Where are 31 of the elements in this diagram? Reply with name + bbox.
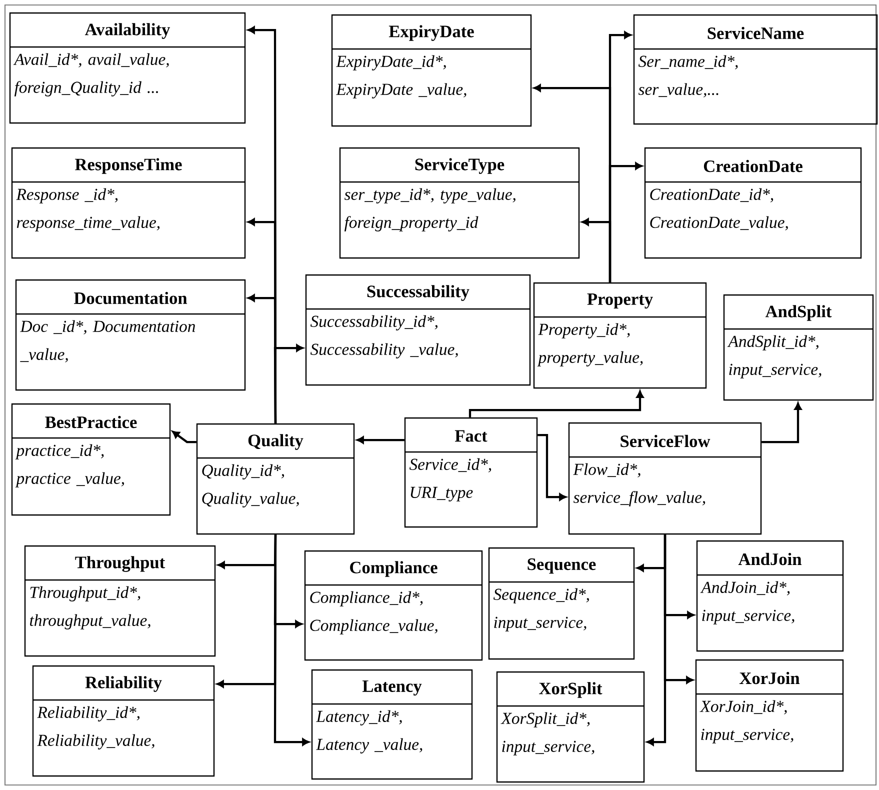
entity-box: Availability Avail_id*, avail_value, foreign_Quality_id ... xyxy=(9,12,246,124)
arrow xyxy=(646,534,666,746)
entity-box: Latency Latency_id*, Latency _value, xyxy=(311,669,473,780)
entity-box: XorJoin XorJoin_id*, input_service, xyxy=(695,659,844,772)
entity-box: AndJoin AndJoin_id*, input_service, xyxy=(696,540,844,652)
entity-box: ExpiryDate ExpiryDate_id*, ExpiryDate _value, xyxy=(331,14,532,127)
entity-box: AndSplit AndSplit_id*, input_service, xyxy=(723,294,874,401)
entity-box: ServiceName Ser_name_id*, ser_value,... xyxy=(633,14,878,125)
arrow xyxy=(582,218,612,282)
entity-box: Quality Quality_id*, Quality_value, xyxy=(196,423,355,535)
arrow xyxy=(762,402,802,444)
entity-box: Throughput Throughput_id*, throughput_value, xyxy=(24,545,216,657)
entity-box: BestPractice practice_id*, practice _value, xyxy=(11,403,171,516)
arrow xyxy=(274,534,310,746)
entity-box: XorSplit XorSplit_id*, input_service, xyxy=(496,671,645,783)
entity-box: Documentation Doc _id*, Documentation _value, xyxy=(15,279,246,391)
entity-box: CreationDate CreationDate_id*, CreationDate_value, xyxy=(644,147,862,259)
arrow xyxy=(172,430,196,444)
entity-box: Sequence Sequence_id*, input_service, xyxy=(488,547,635,660)
entity-box: ServiceType ser_type_id*, type_value, foreign_property_id xyxy=(339,147,580,259)
entity-box: ServiceFlow Flow_id*, service_flow_value, xyxy=(568,422,762,535)
arrow xyxy=(274,344,304,424)
entity-box: Reliability Reliability_id*, Reliability_value, xyxy=(32,665,215,777)
entity-box: Compliance Compliance_id*, Compliance_value, xyxy=(304,550,483,661)
entity-box: Property Property_id*, property_value, xyxy=(533,282,707,389)
entity-box: ResponseTime Response _id*, response_time_value, xyxy=(11,147,246,259)
entity-box: Fact Service_id*, URI_type xyxy=(404,417,538,528)
arrow xyxy=(538,434,566,501)
arrow xyxy=(356,436,404,444)
entity-box: Successability Successability_id*, Successability _value, xyxy=(305,274,531,386)
arrow xyxy=(468,390,644,418)
